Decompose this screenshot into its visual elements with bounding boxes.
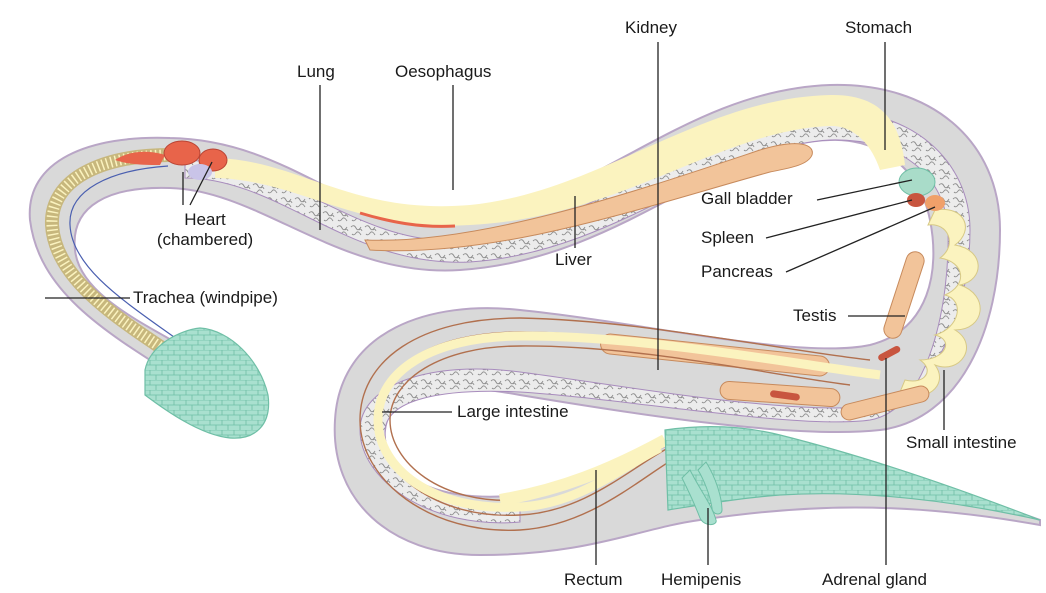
label-heart-line1: Heart [150, 210, 260, 230]
label-liver: Liver [555, 250, 592, 270]
label-heart: Heart (chambered) [150, 210, 260, 250]
label-trachea: Trachea (windpipe) [133, 288, 278, 308]
label-spleen: Spleen [701, 228, 754, 248]
label-gall-bladder: Gall bladder [701, 189, 793, 209]
label-oesophagus: Oesophagus [395, 62, 491, 82]
label-pancreas: Pancreas [701, 262, 773, 282]
pancreas [925, 195, 945, 211]
label-adrenal-gland: Adrenal gland [822, 570, 927, 590]
label-hemipenis: Hemipenis [661, 570, 741, 590]
snake-head [145, 328, 269, 438]
label-small-intestine: Small intestine [906, 433, 1017, 453]
label-kidney: Kidney [625, 18, 677, 38]
label-lung: Lung [297, 62, 335, 82]
label-testis: Testis [793, 306, 836, 326]
label-large-intestine: Large intestine [457, 402, 569, 422]
label-stomach: Stomach [845, 18, 912, 38]
label-heart-line2: (chambered) [150, 230, 260, 250]
label-rectum: Rectum [564, 570, 623, 590]
